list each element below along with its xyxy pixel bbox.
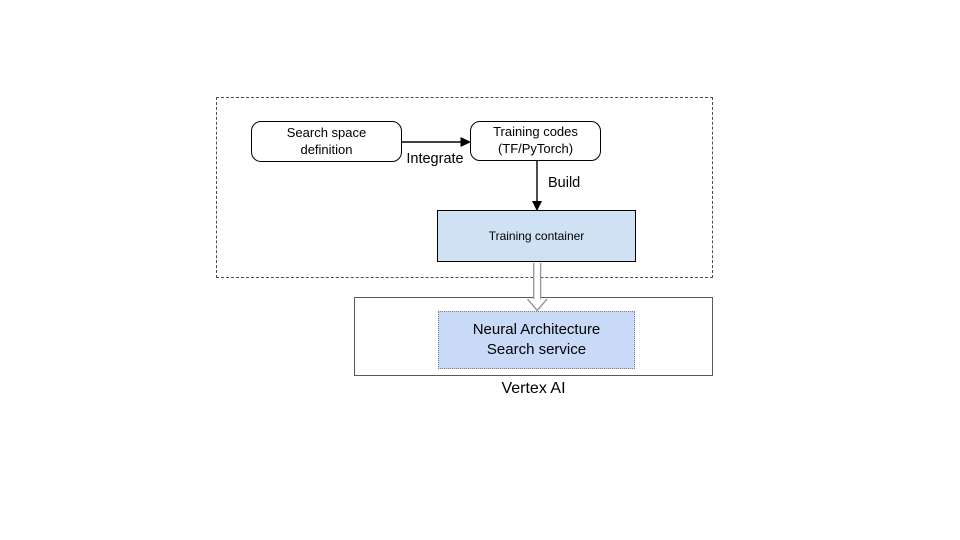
training-container-label: Training container [488, 229, 585, 243]
training-codes-box: Training codes (TF/PyTorch) [470, 121, 601, 161]
nas-service-label-line2: Search service [486, 341, 587, 358]
search-space-definition-label-line1: Search space [286, 124, 367, 140]
training-workflow-group-outline [216, 97, 713, 278]
training-container-box: Training container [437, 210, 636, 262]
nas-service-label-line1: Neural Architecture [472, 320, 601, 338]
search-space-definition-box: Search space definition [251, 121, 402, 162]
integrate-arrow-label: Integrate [406, 151, 464, 167]
vertex-ai-label: Vertex AI [501, 380, 566, 397]
training-codes-label-line1: Training codes [493, 124, 578, 140]
search-space-definition-label-line2: definition [300, 141, 353, 157]
training-codes-label-line2: (TF/PyTorch) [497, 141, 574, 156]
build-arrow-label: Build [548, 175, 581, 191]
nas-service-box: Neural Architecture Search service [438, 311, 635, 369]
